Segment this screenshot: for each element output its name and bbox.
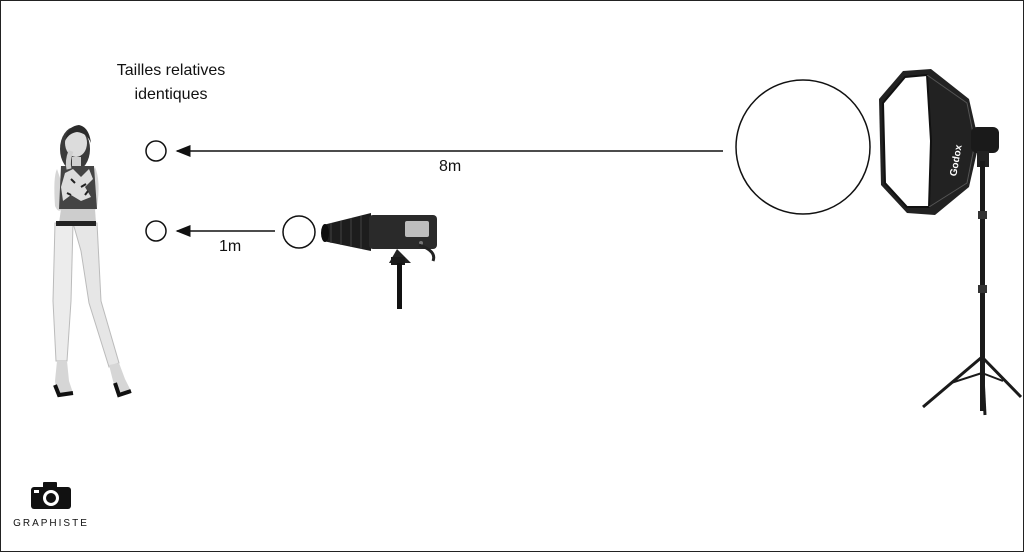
- far-source-size-circle: [735, 79, 871, 215]
- light-stand: [922, 161, 1023, 416]
- logo-text: GRAPHISTE: [13, 518, 89, 529]
- brand-logo: GRAPHISTE: [11, 479, 91, 529]
- model-figure: [52, 125, 132, 398]
- relative-size-circle-near: [145, 220, 167, 242]
- softbox-brand-label: Godox: [948, 144, 964, 178]
- camera-icon: [31, 482, 71, 509]
- relative-size-circle-far: [145, 140, 167, 162]
- octagonal-softbox: Godox: [879, 69, 999, 215]
- caption-text: Tailles relatives identiques: [116, 62, 226, 103]
- flash-with-snoot: [321, 213, 437, 309]
- near-source-size-circle: [282, 215, 316, 249]
- near-distance-label: 1m: [219, 238, 242, 255]
- far-distance-label: 8m: [439, 158, 462, 175]
